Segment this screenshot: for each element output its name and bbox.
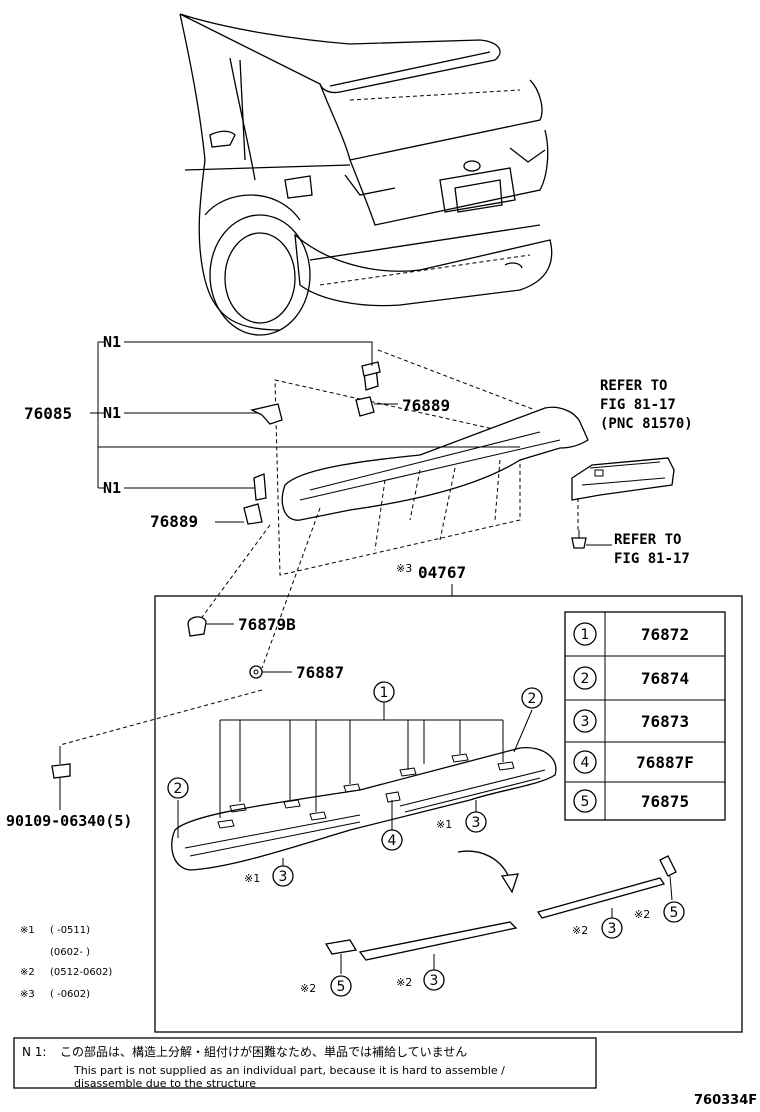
legend-range: (0602- ) bbox=[50, 947, 90, 958]
callout-5: 5 bbox=[663, 901, 685, 923]
callout-2: 2 bbox=[167, 777, 189, 799]
table-callout-circle bbox=[573, 622, 597, 646]
part-number-76085: 76085 bbox=[24, 404, 72, 423]
part-number-table bbox=[564, 611, 726, 821]
legend-mark: ※1 bbox=[20, 925, 35, 936]
legend-mark: ※2 bbox=[20, 967, 35, 978]
n1-label: N1 bbox=[103, 479, 121, 497]
table-callout-circle bbox=[573, 709, 597, 733]
callout-1: 1 bbox=[373, 681, 395, 703]
bolt-icon bbox=[253, 473, 267, 501]
spoiler-tape-exploded-view bbox=[171, 700, 677, 974]
mark-x2: ※2 bbox=[300, 982, 316, 995]
callout-3: 3 bbox=[465, 811, 487, 833]
legend-mark: ※3 bbox=[20, 989, 35, 1000]
mark-x1: ※1 bbox=[244, 872, 260, 885]
refer-to-label: REFER TO bbox=[614, 532, 681, 548]
n1-bracket bbox=[90, 341, 520, 523]
nut-icon bbox=[249, 665, 292, 679]
callout-3: 3 bbox=[272, 865, 294, 887]
svg-text:1: 1 bbox=[380, 685, 389, 701]
table-part-number: 76874 bbox=[641, 669, 689, 688]
refer-to-label: REFER TO bbox=[600, 378, 667, 394]
svg-text:2: 2 bbox=[528, 691, 537, 707]
part-number-04767: 04767 bbox=[418, 563, 466, 582]
svg-text:3: 3 bbox=[608, 921, 617, 937]
n1-label: N1 bbox=[103, 333, 121, 351]
kit-box bbox=[154, 595, 743, 1033]
mark-x2: ※2 bbox=[634, 908, 650, 921]
legend-range: (0512-0602) bbox=[50, 967, 112, 978]
rear-spoiler-assembly bbox=[59, 349, 675, 746]
clip-icon bbox=[355, 396, 398, 417]
date-legend: ※1 ( -0511) (0602- ) ※2 (0512-0602) ※3 (… bbox=[20, 925, 112, 1000]
part-number-76879b: 76879B bbox=[238, 615, 296, 634]
screw-icon bbox=[51, 746, 71, 810]
clip-76879b-icon bbox=[187, 616, 234, 637]
screw-icon bbox=[571, 530, 587, 549]
callout-3: 3 bbox=[423, 969, 445, 991]
callout-3: 3 bbox=[601, 917, 623, 939]
table-callout-circle bbox=[573, 666, 597, 690]
mark-x1: ※1 bbox=[436, 818, 452, 831]
high-mount-stop-light bbox=[571, 457, 675, 501]
table-callout-circle bbox=[573, 789, 597, 813]
figure-id: 760334F bbox=[694, 1093, 757, 1108]
refer-to-fig: FIG 81-17 bbox=[600, 397, 676, 413]
bracket-icon bbox=[250, 403, 283, 425]
footnote-english-line1: This part is not supplied as an individu… bbox=[73, 1064, 505, 1077]
clip-icon bbox=[243, 503, 263, 525]
table-part-number: 76872 bbox=[641, 625, 689, 644]
mark-x3: ※3 bbox=[396, 562, 412, 575]
table-callout-number: 5 bbox=[581, 794, 590, 810]
svg-text:3: 3 bbox=[430, 973, 439, 989]
svg-text:2: 2 bbox=[174, 781, 183, 797]
svg-text:5: 5 bbox=[670, 905, 679, 921]
mark-x2: ※2 bbox=[572, 924, 588, 937]
part-number-76887: 76887 bbox=[296, 663, 344, 682]
table-callout-number: 1 bbox=[581, 627, 590, 643]
table-callout-number: 3 bbox=[581, 714, 590, 730]
table-part-number: 76873 bbox=[641, 712, 689, 731]
part-number-76889: 76889 bbox=[150, 512, 198, 531]
legend-range: ( -0602) bbox=[50, 989, 90, 1000]
svg-text:5: 5 bbox=[337, 979, 346, 995]
callout-4: 4 bbox=[381, 829, 403, 851]
n1-label: N1 bbox=[103, 404, 121, 422]
svg-text:4: 4 bbox=[388, 833, 397, 849]
footnote-box: N 1: この部品は、構造上分解・組付けが困難なため、単品では補給していません … bbox=[13, 1037, 597, 1090]
part-number-90109-06340: 90109-06340(5) bbox=[6, 812, 132, 830]
part-number-76889: 76889 bbox=[402, 396, 450, 415]
footnote-english-line2: disassemble due to the structure bbox=[74, 1077, 256, 1090]
callout-5: 5 bbox=[330, 975, 352, 997]
callout-2: 2 bbox=[521, 687, 543, 709]
svg-text:3: 3 bbox=[472, 815, 481, 831]
table-callout-circle bbox=[573, 750, 597, 774]
table-rows: 1 76872 2 76874 3 76873 4 76887F 5 76875 bbox=[573, 622, 694, 813]
mark-x2: ※2 bbox=[396, 976, 412, 989]
table-part-number: 76887F bbox=[636, 753, 694, 772]
svg-text:3: 3 bbox=[279, 869, 288, 885]
refer-to-fig: FIG 81-17 bbox=[614, 551, 690, 567]
footnote-japanese: この部品は、構造上分解・組付けが困難なため、単品では補給していません bbox=[60, 1044, 467, 1059]
table-callout-number: 2 bbox=[581, 671, 590, 687]
bolt-icon bbox=[361, 361, 381, 391]
refer-to-pnc: (PNC 81570) bbox=[600, 416, 693, 432]
footnote-label: N 1: bbox=[22, 1045, 46, 1059]
legend-range: ( -0511) bbox=[50, 925, 90, 936]
table-part-number: 76875 bbox=[641, 792, 689, 811]
car-rear-illustration bbox=[179, 13, 553, 336]
table-callout-number: 4 bbox=[581, 755, 590, 771]
